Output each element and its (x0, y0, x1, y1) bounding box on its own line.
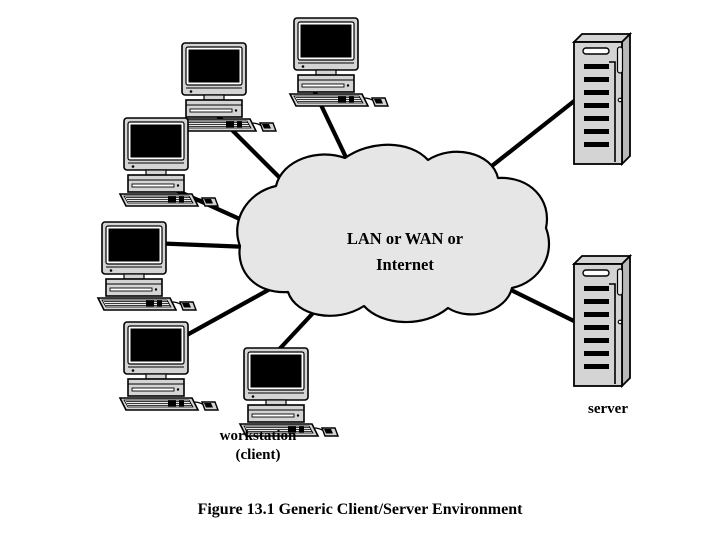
connection-cloud-to-server-top (481, 96, 580, 175)
cloud-shape (236, 143, 551, 324)
figure-caption: Figure 13.1 Generic Client/Server Enviro… (198, 501, 524, 518)
cloud-label-line1: LAN or WAN or (347, 229, 463, 248)
server-top[interactable] (573, 33, 631, 165)
workstation-bottom[interactable] (239, 347, 339, 437)
workstation-left-4[interactable] (119, 321, 219, 411)
workstation-label-line1: workstation (220, 428, 297, 444)
workstation-upper-left[interactable] (177, 42, 277, 132)
server-label: server (588, 401, 628, 417)
network-cloud[interactable]: LAN or WAN or Internet (236, 143, 551, 324)
workstation-label-line2: (client) (236, 447, 281, 463)
connection-cloud-to-server-bottom (510, 288, 579, 325)
workstation-left-3[interactable] (97, 221, 197, 311)
cloud-label-line2: Internet (376, 255, 434, 274)
workstation-top[interactable] (289, 17, 389, 107)
connection-workstation-left-4-to-cloud (174, 287, 272, 343)
server-bottom[interactable] (573, 255, 631, 387)
